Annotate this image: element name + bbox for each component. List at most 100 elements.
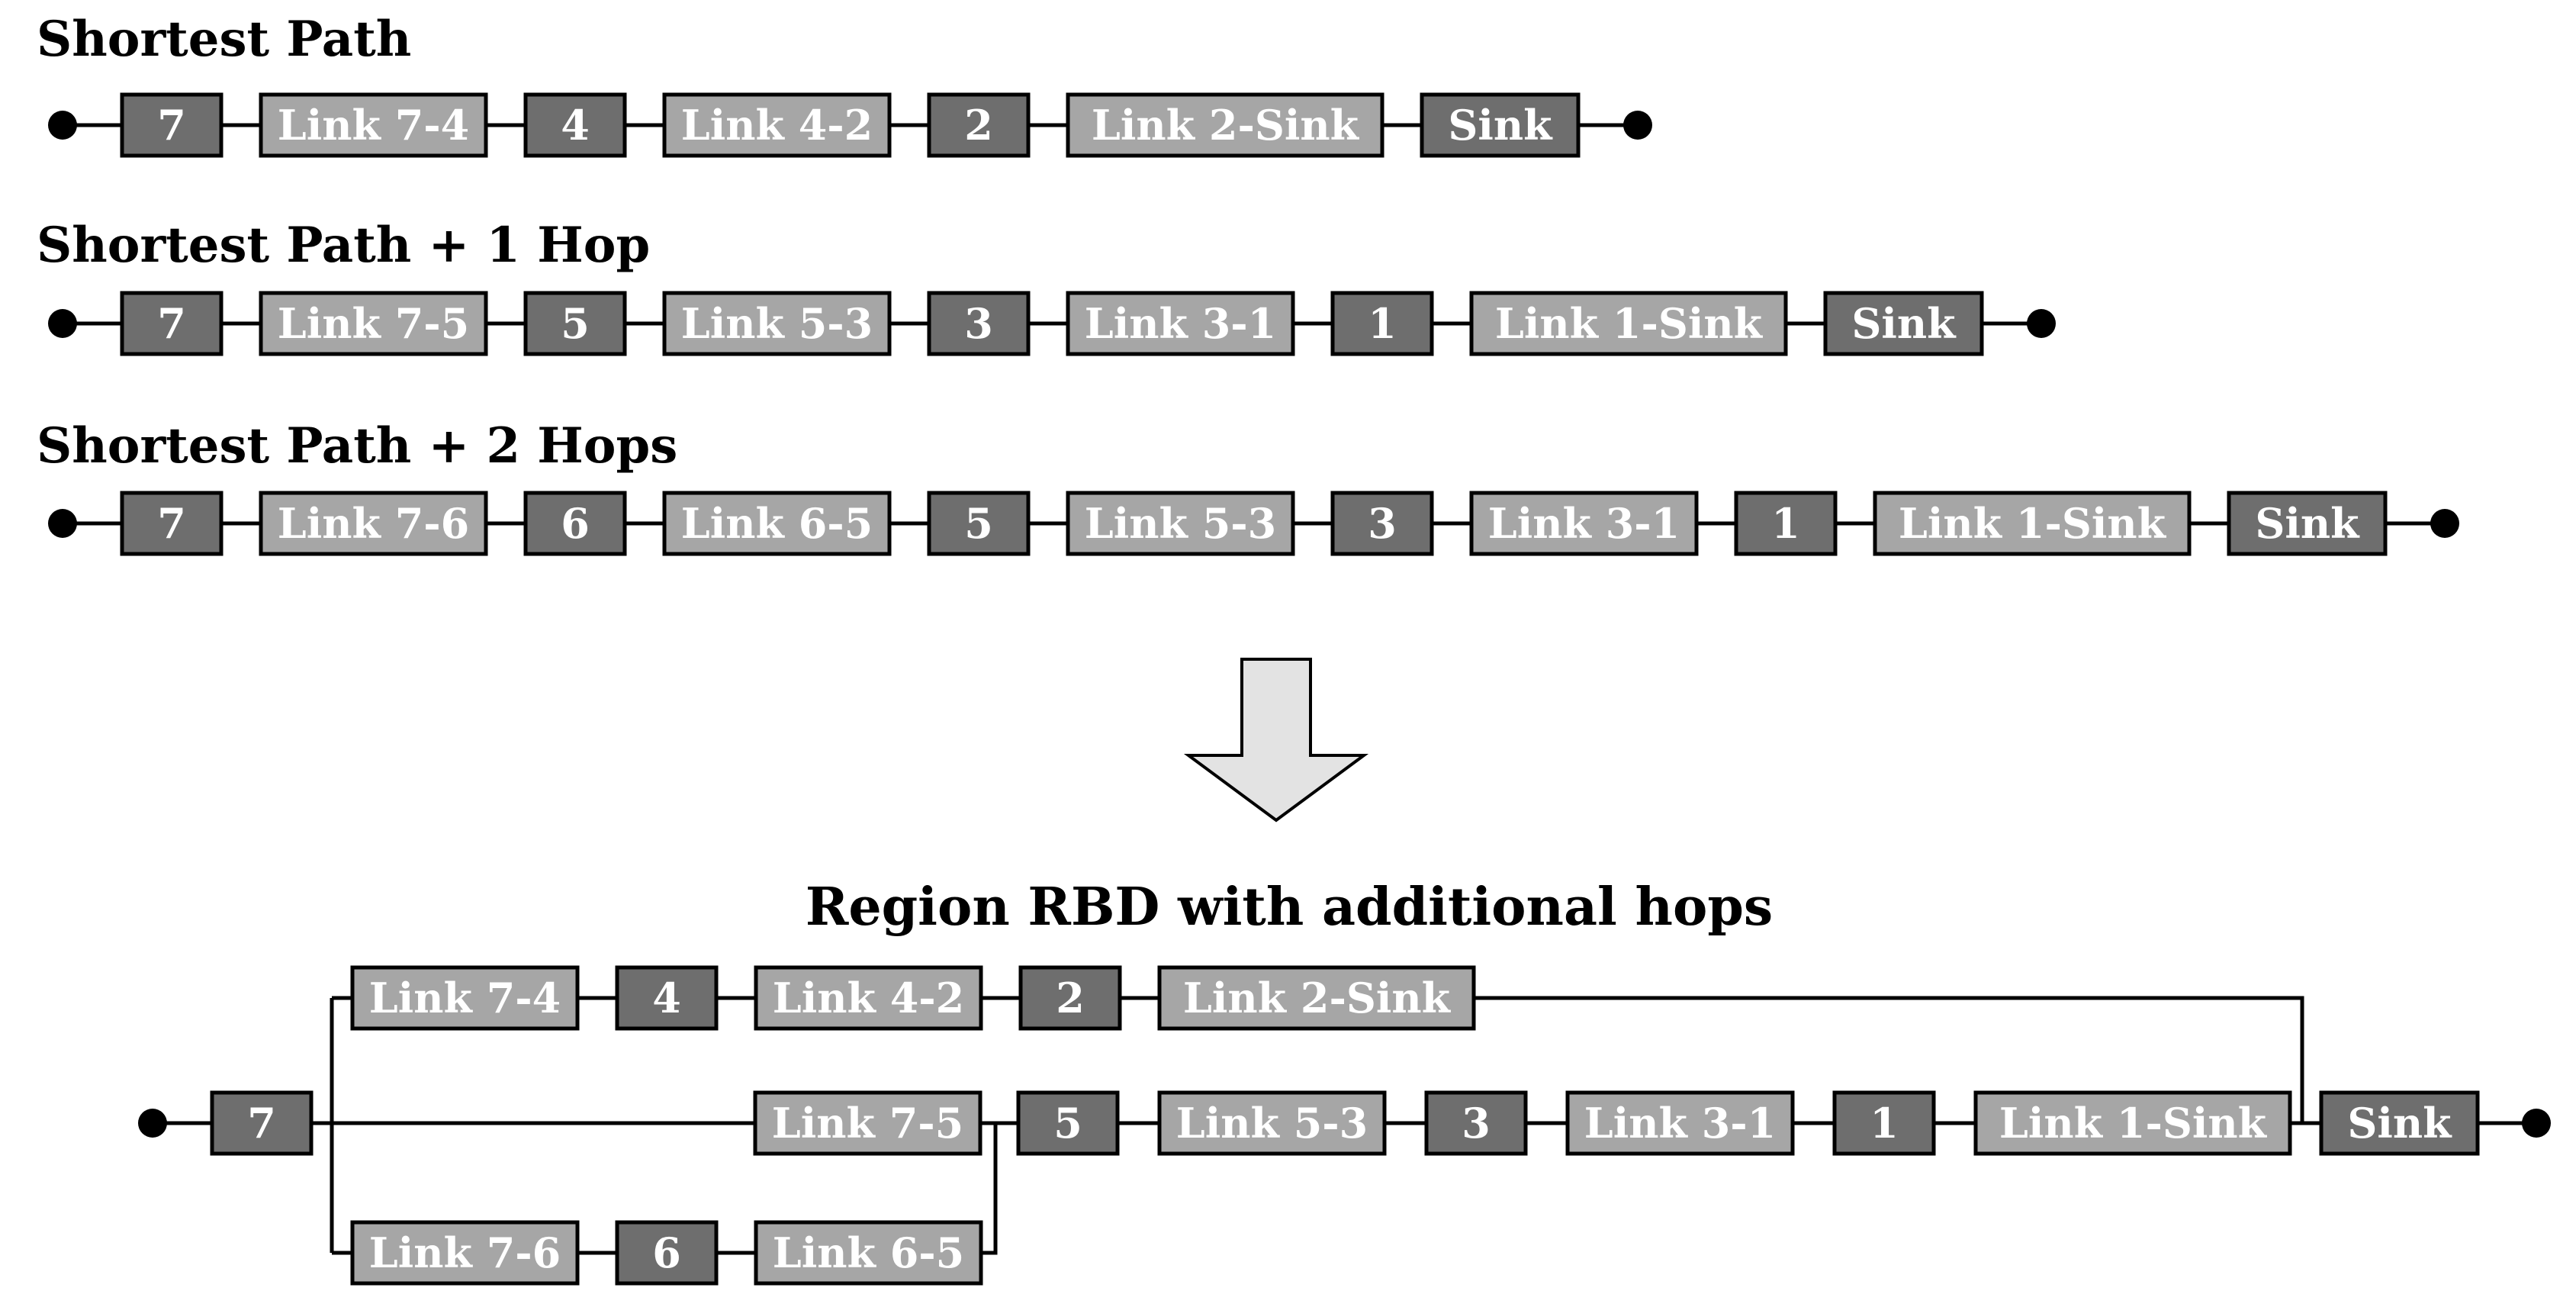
row2-block-3-4-label: 3 xyxy=(964,299,993,348)
region-block-start-7: 7 xyxy=(210,1090,314,1156)
region-middle-block-link-7-5: Link 7-5 xyxy=(753,1090,982,1156)
region-top-block-4-label: 4 xyxy=(652,974,681,1022)
region-tail-block-link-5-3-1-label: Link 5-3 xyxy=(1176,1099,1368,1148)
row2-block-link-7-5-1-label: Link 7-5 xyxy=(278,299,470,348)
row2-block-7-0: 7 xyxy=(120,291,224,356)
region-tail-block-link-3-1-3-box xyxy=(1565,1090,1795,1156)
region-tail-block-3-2-label: 3 xyxy=(1462,1099,1491,1148)
region-bottom-block-link-6-5-label: Link 6-5 xyxy=(773,1228,965,1277)
row1-end-dot xyxy=(1623,111,1652,140)
connector-wires xyxy=(63,123,2536,1255)
row2-block-link-1-sink-7: Link 1-Sink xyxy=(1469,291,1788,356)
row1-block-link-4-2-3-box xyxy=(662,92,892,158)
region-block-start-7-label: 7 xyxy=(247,1099,276,1148)
row3-block-link-3-1-7-label: Link 3-1 xyxy=(1488,499,1680,548)
row3-block-6-2-label: 6 xyxy=(561,499,590,548)
region-top-block-link-2-sink-box xyxy=(1157,965,1476,1031)
region-top-block-link-4-2: Link 4-2 xyxy=(754,965,983,1031)
region-tail-block-link-1-sink-5-box xyxy=(1973,1090,2292,1156)
row3-block-link-5-3-5-label: Link 5-3 xyxy=(1085,499,1277,548)
region-top-block-link-4-2-box xyxy=(754,965,983,1031)
row3-block-7-0-box xyxy=(120,491,224,556)
row-title-shortest-path: Shortest Path xyxy=(37,11,411,68)
region-tail-block-link-5-3-1-box xyxy=(1157,1090,1387,1156)
row2-block-link-3-1-5: Link 3-1 xyxy=(1066,291,1295,356)
row3-block-3-6: 3 xyxy=(1330,491,1434,556)
region-bottom-block-link-7-6-label: Link 7-6 xyxy=(369,1228,561,1277)
region-top-block-link-7-4: Link 7-4 xyxy=(350,965,580,1031)
region-top-block-link-7-4-label: Link 7-4 xyxy=(369,974,561,1022)
row3-block-3-6-box xyxy=(1330,491,1434,556)
row2-block-1-6-label: 1 xyxy=(1368,299,1397,348)
row3-block-link-1-sink-9-box xyxy=(1873,491,2192,556)
row1-block-7-0-box xyxy=(120,92,224,158)
row3-block-3-6-label: 3 xyxy=(1368,499,1397,548)
region-bottom-block-link-7-6-box xyxy=(350,1220,580,1286)
row2-block-7-0-box xyxy=(120,291,224,356)
row3-start-dot xyxy=(48,509,77,538)
region-top-block-4: 4 xyxy=(615,965,719,1031)
row2-block-link-3-1-5-label: Link 3-1 xyxy=(1085,299,1277,348)
row3-block-link-6-5-3-label: Link 6-5 xyxy=(681,499,873,548)
region-tail-block-1-4-label: 1 xyxy=(1870,1099,1899,1148)
region-top-block-link-2-sink: Link 2-Sink xyxy=(1157,965,1476,1031)
row2-block-1-6-box xyxy=(1330,291,1434,356)
row3-block-1-8-box xyxy=(1734,491,1838,556)
region-tail-block-1-4: 1 xyxy=(1832,1090,1936,1156)
row1-block-4-2: 4 xyxy=(523,92,627,158)
row2-block-5-2-box xyxy=(523,291,627,356)
region-bottom-block-link-6-5: Link 6-5 xyxy=(754,1220,983,1286)
region-bottom-merge-wire xyxy=(981,1123,998,1255)
row3-block-sink-10-box xyxy=(2227,491,2388,556)
region-tail-block-link-3-1-3: Link 3-1 xyxy=(1565,1090,1795,1156)
row3-block-7-0: 7 xyxy=(120,491,224,556)
row2-start-dot xyxy=(48,309,77,338)
region-bottom-block-link-7-6: Link 7-6 xyxy=(350,1220,580,1286)
row1-block-2-4-box xyxy=(927,92,1031,158)
row2-block-1-6: 1 xyxy=(1330,291,1434,356)
region-tail-block-1-4-box xyxy=(1832,1090,1936,1156)
region-start-dot xyxy=(138,1109,167,1138)
region-block-sink: Sink xyxy=(2319,1090,2480,1156)
row2-block-link-3-1-5-box xyxy=(1066,291,1295,356)
region-middle-block-link-7-5-box xyxy=(753,1090,982,1156)
row1-start-dot xyxy=(48,111,77,140)
row2-block-5-2: 5 xyxy=(523,291,627,356)
row3-block-sink-10-label: Sink xyxy=(2255,499,2360,548)
region-tail-block-5-0-label: 5 xyxy=(1053,1099,1082,1148)
region-top-block-2-label: 2 xyxy=(1056,974,1085,1022)
row2-block-sink-8-label: Sink xyxy=(1851,299,1957,348)
row3-block-link-1-sink-9: Link 1-Sink xyxy=(1873,491,2192,556)
row1-block-4-2-box xyxy=(523,92,627,158)
row3-block-link-5-3-5: Link 5-3 xyxy=(1066,491,1295,556)
region-tail-block-link-1-sink-5-label: Link 1-Sink xyxy=(1999,1099,2268,1148)
row2-end-dot xyxy=(2027,309,2056,338)
row3-block-5-4-box xyxy=(927,491,1031,556)
region-top-block-link-2-sink-label: Link 2-Sink xyxy=(1183,974,1452,1022)
row1-block-2-4: 2 xyxy=(927,92,1031,158)
row1-block-link-2-sink-5: Link 2-Sink xyxy=(1066,92,1384,158)
row3-block-link-1-sink-9-label: Link 1-Sink xyxy=(1899,499,2167,548)
row1-block-2-4-label: 2 xyxy=(964,101,993,150)
row1-block-link-7-4-1-box xyxy=(259,92,488,158)
region-tail-block-link-5-3-1: Link 5-3 xyxy=(1157,1090,1387,1156)
row1-block-4-2-label: 4 xyxy=(561,101,590,150)
row2-block-sink-8-box xyxy=(1823,291,1984,356)
row3-block-link-7-6-1: Link 7-6 xyxy=(259,491,488,556)
row2-block-link-1-sink-7-box xyxy=(1469,291,1788,356)
row3-block-link-6-5-3: Link 6-5 xyxy=(662,491,892,556)
row3-block-link-3-1-7: Link 3-1 xyxy=(1469,491,1699,556)
row1-block-link-2-sink-5-box xyxy=(1066,92,1384,158)
row3-block-7-0-label: 7 xyxy=(157,499,186,548)
row2-block-link-5-3-3: Link 5-3 xyxy=(662,291,892,356)
row2-block-link-1-sink-7-label: Link 1-Sink xyxy=(1495,299,1764,348)
row1-block-sink-6-label: Sink xyxy=(1448,101,1553,150)
region-bottom-block-6-label: 6 xyxy=(652,1228,681,1277)
row3-block-sink-10: Sink xyxy=(2227,491,2388,556)
row3-block-5-4-label: 5 xyxy=(964,499,993,548)
row2-block-link-5-3-3-box xyxy=(662,291,892,356)
region-tail-block-link-1-sink-5: Link 1-Sink xyxy=(1973,1090,2292,1156)
row1-block-sink-6-box xyxy=(1420,92,1581,158)
row2-block-7-0-label: 7 xyxy=(157,299,186,348)
